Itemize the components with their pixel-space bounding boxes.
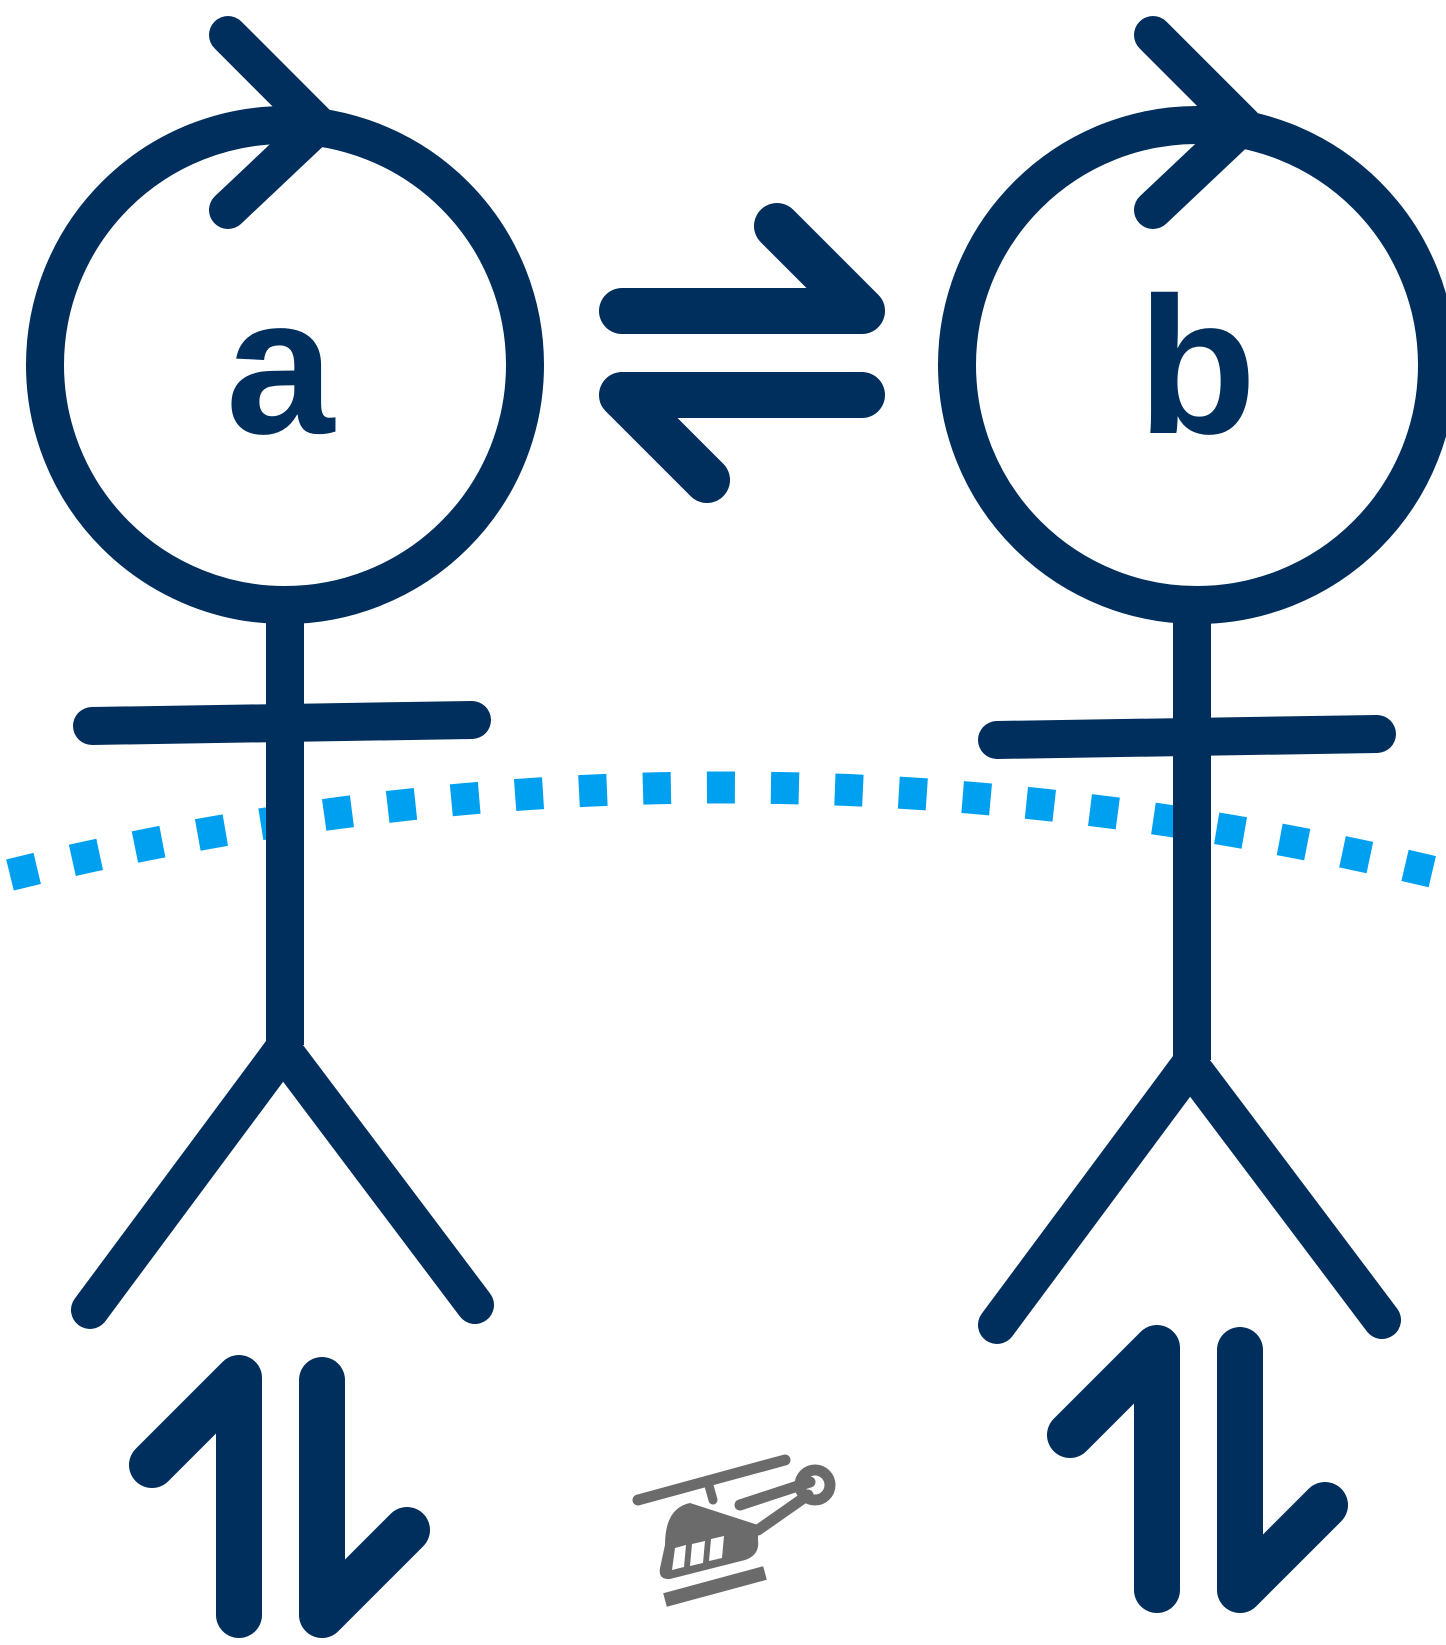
legs-a bbox=[71, 1031, 494, 1329]
clockwise-arrow-icon bbox=[209, 16, 337, 229]
dotted-curve bbox=[6, 771, 1446, 891]
spin-pair-arrows-icon bbox=[129, 1355, 430, 1638]
equilibrium-arrows-icon bbox=[599, 203, 885, 503]
figure-label-a: a bbox=[226, 257, 336, 475]
figure-label-b: b bbox=[1137, 257, 1256, 475]
helicopter-icon bbox=[632, 1454, 836, 1607]
spin-pair-arrows-icon bbox=[1047, 1325, 1348, 1613]
arms-a bbox=[73, 701, 491, 745]
legs-b bbox=[978, 1046, 1401, 1344]
stick-figure-b bbox=[938, 16, 1446, 1344]
arms-b bbox=[978, 715, 1396, 759]
stick-figure-a bbox=[26, 16, 544, 1329]
clockwise-arrow-icon bbox=[1134, 16, 1262, 229]
